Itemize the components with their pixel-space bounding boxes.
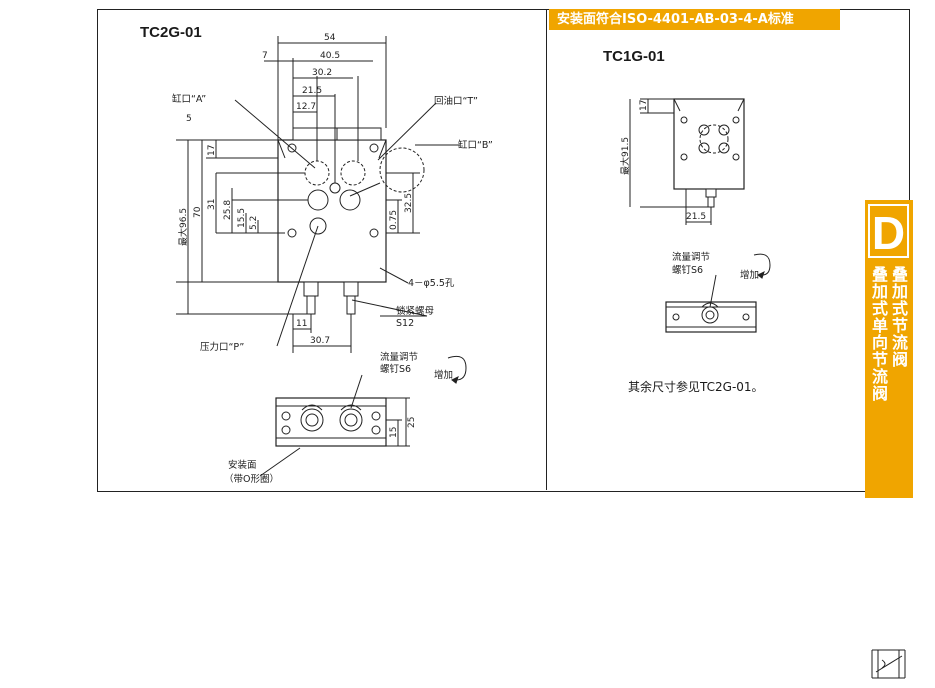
throttle-valve-symbol-icon (868, 644, 909, 684)
label-mount-face-2: （带O形圈） (224, 473, 279, 485)
dim-30-2: 30.2 (312, 68, 332, 78)
label-port-t: 回油口“T” (434, 95, 478, 107)
dim-70: 70 (193, 206, 203, 218)
bolt-hole (287, 228, 297, 238)
tc1g-label-increase: 增加 (740, 269, 759, 281)
standard-banner: 安装面符合ISO-4401-AB-03-4-A标准 (549, 9, 840, 30)
dim-31: 31 (207, 199, 217, 210)
tc1g-dim-21-5: 21.5 (686, 212, 706, 222)
tc1g-label-adj-screw-2: 螺钉S6 (672, 265, 703, 276)
dim-17: 17 (207, 145, 217, 156)
bolt-hole (369, 228, 379, 238)
dim-12-7: 12.7 (296, 102, 316, 112)
panel-divider (546, 9, 547, 490)
label-lock-nut-size: S12 (396, 318, 414, 329)
dim-5: 5 (186, 114, 192, 124)
tc2g-title: TC2G-01 (140, 24, 202, 41)
label-port-b: 缸口“B” (458, 139, 493, 151)
dim-15-5: 15.5 (237, 208, 247, 228)
label-mount-face-1: 安装面 (228, 459, 257, 471)
bolt-hole (287, 143, 297, 153)
bolt-hole (369, 143, 379, 153)
label-lock-nut: 锁紧螺母 (396, 305, 434, 317)
dim-5-2: 5.2 (249, 216, 259, 230)
port-b-circle (339, 189, 361, 211)
dim-0-75: 0.75 (389, 210, 399, 230)
tc1g-body (673, 98, 745, 190)
dim-21-5: 21.5 (302, 86, 322, 96)
port-t-circle (340, 160, 366, 186)
tc1g-title: TC1G-01 (603, 48, 665, 65)
tc1g-drawing: 17 最大91.5 21.5 流量调节 螺钉S6 增加 (619, 98, 771, 333)
dim-40-5: 40.5 (320, 51, 340, 61)
tc2g-drawing: 54 40.5 30.2 21.5 12.7 7 5 17 31 25.8 15… (172, 33, 493, 485)
label-holes: 4－φ5.5孔 (408, 278, 455, 289)
section-side-tab: D 叠加式节流阀 叠加式单向节流阀 (865, 200, 913, 684)
section-label-col2: 叠加式单向节流阀 (869, 266, 888, 402)
label-pressure-port: 压力口“P” (200, 341, 244, 353)
dim-25-8: 25.8 (223, 200, 233, 220)
dim-54: 54 (324, 33, 336, 43)
tc2g-body (277, 139, 387, 283)
section-letter: D (868, 204, 909, 259)
dim-32-5: 32.5 (404, 193, 414, 213)
dim-15: 15 (389, 427, 399, 438)
tc1g-dim-max-91-5: 最大91.5 (619, 137, 631, 175)
dim-30-7: 30.7 (310, 336, 330, 346)
section-label-col1: 叠加式节流阀 (889, 266, 908, 368)
dim-11: 11 (296, 319, 307, 329)
dim-25: 25 (407, 417, 417, 428)
tc1g-dim-17: 17 (639, 100, 649, 111)
label-port-a: 缸口“A” (172, 93, 206, 105)
tc1g-label-adj-screw-1: 流量调节 (672, 251, 710, 263)
tc2g-bottom-view (275, 397, 387, 447)
dim-max-96-5: 最大96.5 (177, 208, 189, 246)
label-adj-screw-1: 流量调节 (380, 351, 418, 363)
tc1g-note: 其余尺寸参见TC2G-01。 (628, 380, 764, 394)
dim-7: 7 (262, 51, 268, 61)
label-increase: 增加 (434, 369, 453, 381)
label-adj-screw-2: 螺钉S6 (380, 364, 411, 375)
